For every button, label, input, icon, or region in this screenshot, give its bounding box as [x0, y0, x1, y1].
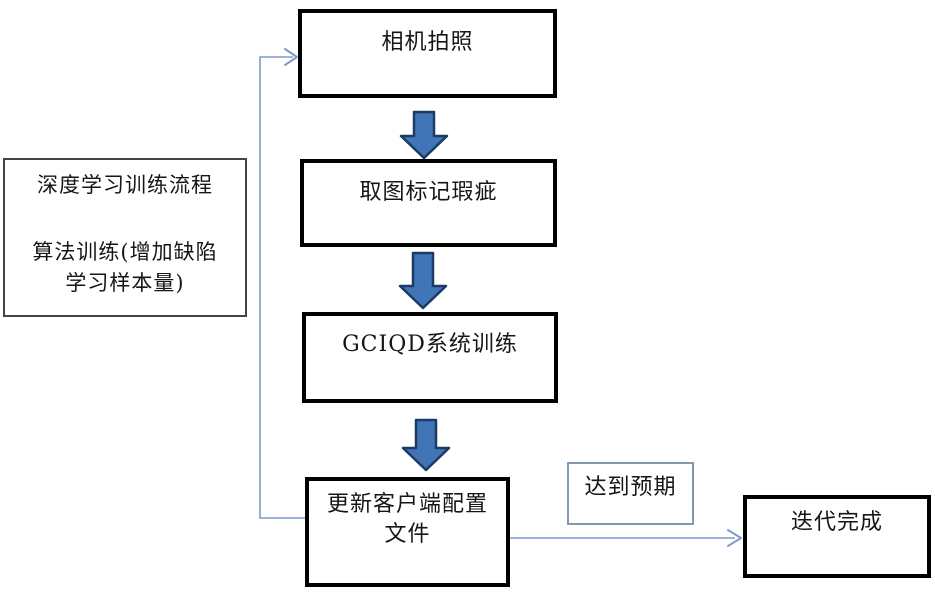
note-line-1: 深度学习训练流程 [37, 173, 213, 197]
note-line-2: 算法训练(增加缺陷 [32, 240, 218, 264]
block-arrow-down-3 [401, 418, 451, 472]
loop-connector-arrowhead-icon [284, 48, 298, 66]
block-arrow-down-2 [398, 251, 448, 310]
step-mark-defects: 取图标记瑕疵 [300, 159, 557, 247]
process-note-box: 深度学习训练流程 算法训练(增加缺陷 学习样本量) [3, 158, 247, 317]
condition-expectation-met-box: 达到预期 [567, 462, 694, 525]
note-line-3: 学习样本量) [65, 271, 185, 295]
step-camera-capture: 相机拍照 [298, 9, 557, 98]
step-iteration-complete: 迭代完成 [743, 495, 931, 578]
loop-connector-line [259, 56, 305, 519]
step-update-client-config: 更新客户端配置 文件 [305, 477, 510, 587]
step-gciqd-training: GCIQD系统训练 [302, 312, 558, 403]
block-arrow-down-1 [399, 110, 449, 160]
result-connector-arrowhead-icon [727, 529, 742, 547]
